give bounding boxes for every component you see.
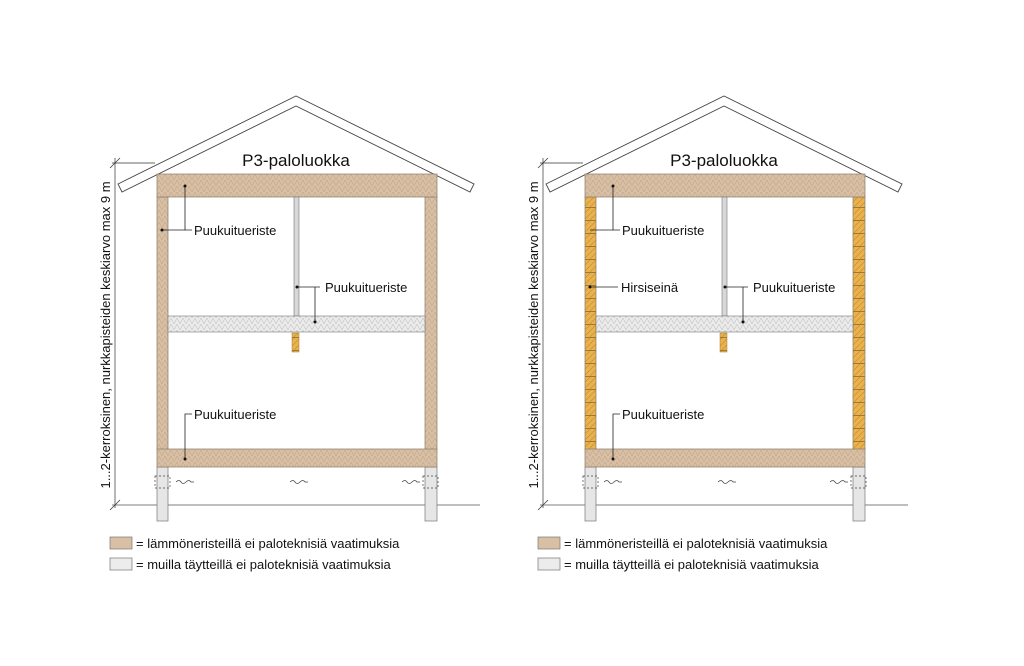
legend-swatch [537,557,561,571]
label-wall: Hirsiseinä [621,280,679,295]
leader-dot [313,320,317,324]
vent-right [422,475,439,489]
label-partition-floor: Puukuitueriste [325,280,407,295]
intermediate-floor [595,315,854,333]
label-roof-insulation: Puukuitueriste [622,223,704,238]
legend-text: = lämmöneristeillä ei paloteknisiä vaati… [136,536,400,551]
vent-left [582,475,599,489]
floor-joist [719,332,728,353]
diagram-title: P3-paloluokka [670,151,778,170]
leader-dot [183,457,187,461]
air-flow-icon [717,480,736,484]
partition-wall [293,196,300,317]
foundation-post-left [584,466,597,522]
base-floor-slab [584,448,866,468]
dimension-label: 1...2-kerroksinen, nurkkapisteiden keski… [98,181,113,488]
legend-text: = muilla täytteillä ei paloteknisiä vaat… [136,557,391,572]
leader-dot [741,320,745,324]
legend-swatch [109,536,133,550]
roof-insulation-slab [156,173,438,198]
leader-base [612,413,620,459]
exterior-wall-left [156,196,169,451]
legend-swatch [109,557,133,571]
dimension-tick-top [537,157,549,169]
leader-dot [611,457,615,461]
leader-dot [588,285,592,289]
air-flow-icon [401,480,420,484]
leader-dot [295,285,299,289]
dimension-label: 1...2-kerroksinen, nurkkapisteiden keski… [526,181,541,488]
roof-insulation-slab [584,173,866,198]
air-flow-icon [829,480,848,484]
roof [117,95,475,193]
vent-right [850,475,867,489]
diagram-title: P3-paloluokka [242,151,350,170]
partition-wall [721,196,728,317]
foundation-post-right [852,466,866,522]
legend-text: = lämmöneristeillä ei paloteknisiä vaati… [564,536,828,551]
floor-joist [291,332,300,353]
leader-partition [297,286,320,322]
vent-left [154,475,171,489]
legend-text: = muilla täytteillä ei paloteknisiä vaat… [564,557,819,572]
air-flow-icon [603,480,622,484]
exterior-wall-right [852,196,866,451]
label-base-floor: Puukuitueriste [194,407,276,422]
foundation-post-right [424,466,438,522]
base-floor-slab [156,448,438,468]
exterior-wall-right [424,196,438,451]
label-base-floor: Puukuitueriste [622,407,704,422]
house-diagram-insulated-wall: P3-paloluokka 1...2-kerroksinen, nurkkapi… [98,95,480,572]
label-roof-insulation: Puukuitueriste [194,223,276,238]
leader-dot [160,228,164,232]
foundation-post-left [156,466,169,522]
leader-dot [723,285,727,289]
intermediate-floor [167,315,426,333]
label-partition-floor: Puukuitueriste [753,280,835,295]
leader-dot [183,184,187,188]
leader-base [184,413,192,459]
exterior-wall-left [584,196,597,451]
dimension-tick-top [109,157,121,169]
roof [545,95,903,193]
air-flow-icon [289,480,308,484]
house-diagram-log-wall: P3-paloluokka 1...2-kerroksinen, nurkkapi… [526,95,908,572]
leader-partition [725,286,748,322]
air-flow-icon [175,480,194,484]
legend-swatch [537,536,561,550]
leader-dot [611,184,615,188]
